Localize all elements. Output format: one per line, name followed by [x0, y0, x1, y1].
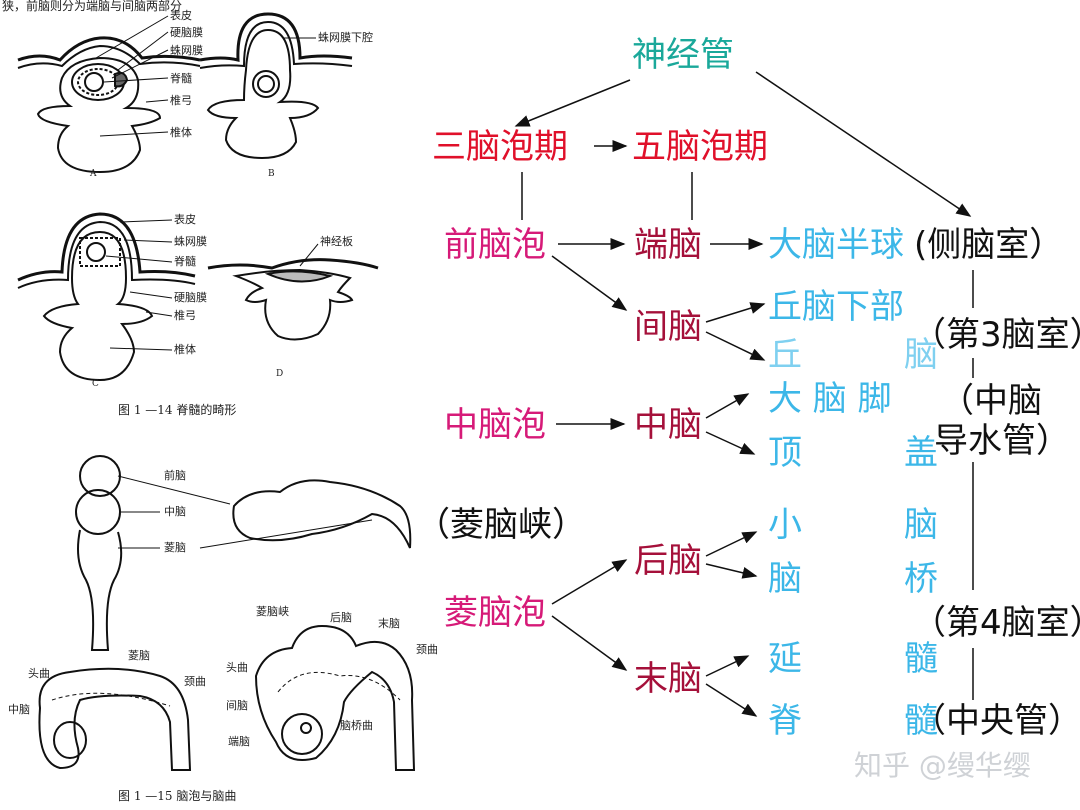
figure-top-partial-text: 狭，前脑则分为端脑与间脑两部分 [2, 0, 183, 13]
label-fourth-ventricle: （第4脑室） [912, 603, 1080, 643]
label-fig-b: B [268, 169, 275, 179]
label-jisui-c: 脊髓 [174, 255, 196, 268]
arrow-tube-to-ventricle [755, 71, 972, 217]
label-central-canal: （中央管） [912, 701, 1080, 741]
arrow-tube-to-three [514, 79, 631, 127]
label-five-vesicle-stage: 五脑泡期 [632, 127, 768, 167]
figure-c-drawing [17, 212, 196, 382]
label-jisui: 脊髓 [170, 72, 192, 85]
label-jiannao: 间脑 [226, 699, 248, 712]
fig15-vesicles-drawing [75, 455, 412, 651]
label-jingqu: 颈曲 [184, 675, 206, 688]
label-metencephalon: 后脑 [634, 541, 702, 581]
label-jingqu-2: 颈曲 [416, 643, 438, 656]
arrow-hindbrain-to-metencephalon [551, 559, 628, 605]
label-zhuwangmo-c: 蛛网膜 [174, 235, 207, 248]
label-thalamus: 丘 脑 [768, 335, 938, 375]
label-zhuwangmoxiaqiang: 蛛网膜下腔 [318, 31, 373, 44]
arrow-metencephalon-to-cerebellum [705, 531, 758, 557]
arrow-myelencephalon-to-medulla [705, 655, 750, 677]
label-monao: 末脑 [378, 617, 400, 630]
arrow-diencephalon-to-hypothalamus [705, 302, 766, 323]
label-spinal-cord: 脊 髓 [768, 701, 938, 741]
label-shenjingban: 神经板 [320, 235, 353, 248]
label-zhongnao: 中脑 [164, 505, 186, 518]
label-hindbrain-vesicle: 菱脑泡 [444, 593, 546, 633]
label-lingnao: 菱脑 [164, 541, 186, 554]
label-cerebral-hemisphere: 大脑半球 [768, 225, 904, 265]
label-fig-a: A [90, 169, 97, 179]
arrow-metencephalon-to-pons [705, 563, 758, 579]
label-hounao: 后脑 [330, 611, 352, 624]
label-yingnaomo-c: 硬脑膜 [174, 291, 207, 304]
label-zhuiti-c: 椎体 [174, 343, 196, 356]
arrow-hindbrain-to-myelencephalon [551, 615, 628, 671]
label-qiannao: 前脑 [164, 469, 186, 482]
label-hypothalamus: 丘脑下部 [768, 287, 904, 327]
label-third-ventricle: （第3脑室） [912, 315, 1080, 355]
label-pons: 脑 桥 [768, 559, 938, 599]
label-lingnao-2: 菱脑 [128, 649, 150, 662]
label-lingnaoxia: 菱脑峡 [256, 605, 289, 618]
label-biaopi: 表皮 [170, 9, 192, 22]
label-duannao: 端脑 [228, 735, 250, 748]
arrow-midbrain-to-peduncle [705, 393, 750, 419]
fig15-flexure-right-drawing [254, 624, 416, 771]
label-forebrain-vesicle: 前脑泡 [444, 225, 546, 265]
arrow-myelencephalon-to-spinal [705, 683, 758, 717]
label-aqueduct-line2: 导水管） [934, 421, 1070, 461]
label-zhuigong-c: 椎弓 [174, 309, 196, 322]
fig15-caption: 图 1 —15 脑泡与脑曲 [118, 789, 237, 803]
label-tectum: 顶 盖 [768, 433, 938, 473]
label-zhuiti: 椎体 [170, 126, 192, 139]
label-cerebral-peduncle: 大 脑 脚 [768, 379, 892, 419]
arrow-midbrain-to-tectum [705, 431, 756, 455]
fig14-leader-lines [95, 15, 319, 351]
label-midbrain-vesicle: 中脑泡 [444, 405, 546, 445]
label-touqu: 头曲 [28, 667, 50, 680]
label-touqu-2: 头曲 [226, 661, 248, 674]
label-cerebellum: 小 脑 [768, 505, 938, 545]
label-three-vesicle-stage: 三脑泡期 [432, 127, 568, 167]
label-zhuigong: 椎弓 [170, 94, 192, 107]
label-biaopi-c: 表皮 [174, 213, 196, 226]
label-zhuwangmo: 蛛网膜 [170, 44, 203, 57]
label-mesencephalon: 中脑 [634, 405, 702, 445]
label-medulla: 延 髓 [768, 639, 938, 679]
label-myelencephalon: 末脑 [634, 659, 702, 699]
label-neural-tube: 神经管 [632, 35, 734, 75]
arrow-forebrain-to-diencephalon [551, 255, 628, 311]
watermark: 知乎 @缦华缨 [854, 749, 1031, 782]
figure-b-drawing [199, 12, 353, 160]
arrow-diencephalon-to-thalamus [705, 331, 766, 361]
label-aqueduct-line1: （中脑 [940, 381, 1042, 421]
label-isthmus: （菱脑峡） [416, 505, 586, 545]
label-fig-d: D [276, 369, 284, 379]
label-diencephalon: 间脑 [634, 307, 702, 347]
label-telencephalon: 端脑 [634, 225, 702, 265]
fig14-caption: 图 1 —14 脊髓的畸形 [118, 403, 237, 417]
label-yingnaomo: 硬脑膜 [170, 26, 203, 39]
figure-d-drawing [207, 258, 379, 341]
label-lateral-ventricle: (侧脑室） [914, 225, 1064, 265]
label-fig-c: C [92, 379, 99, 389]
label-zhongnao-2: 中脑 [8, 703, 30, 716]
label-naoqiaoqu: 脑桥曲 [340, 719, 373, 732]
fig15-flexure-left-drawing [38, 667, 192, 771]
